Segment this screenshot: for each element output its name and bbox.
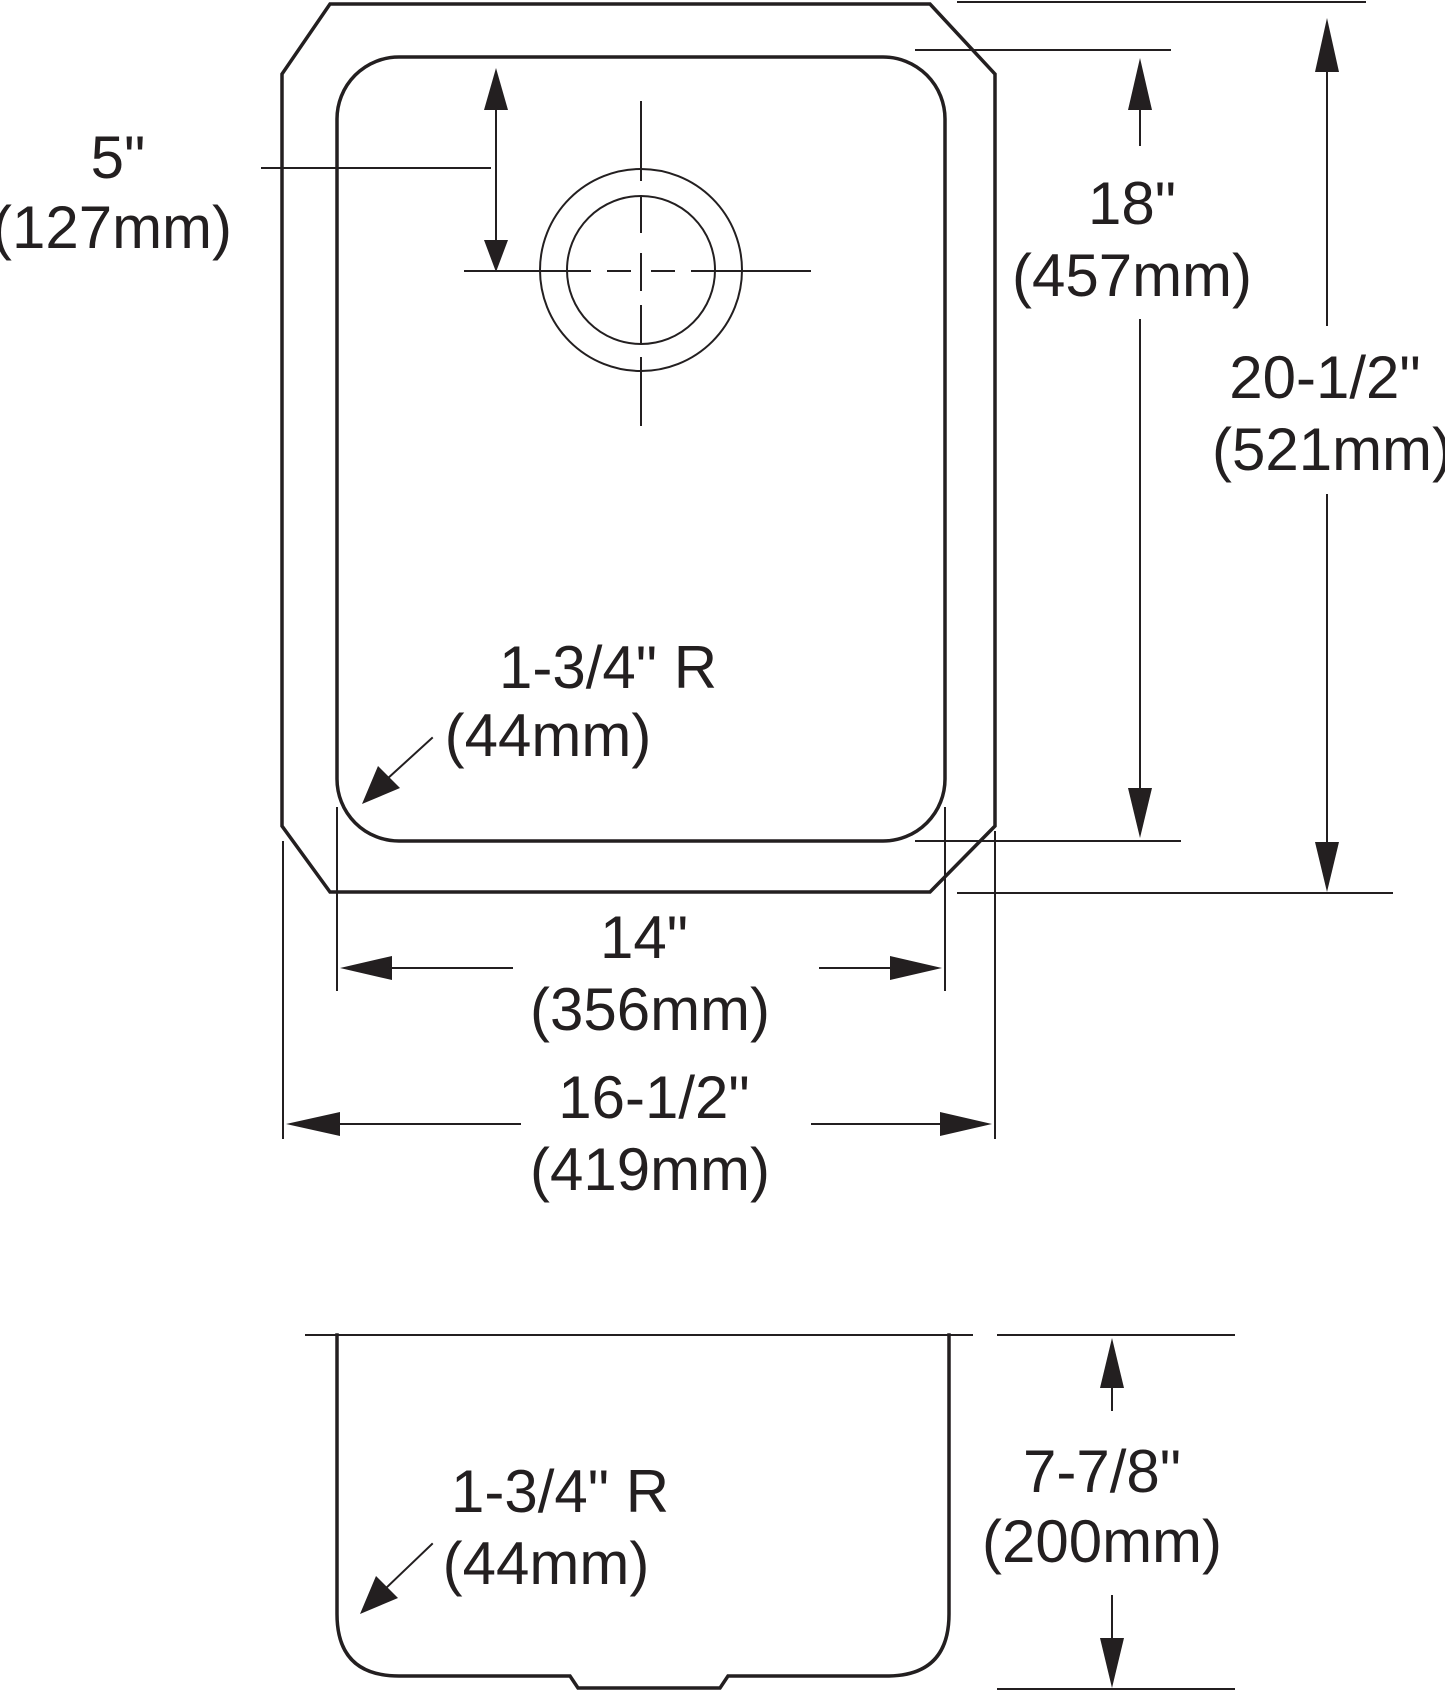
bowl-length-arrow-up: [1128, 58, 1152, 110]
drain-offset-dimension: 5" (127mm): [0, 68, 508, 272]
overall-width-metric-label: (419mm): [530, 1136, 770, 1203]
drain-offset-imperial-label: 5": [91, 124, 146, 191]
top-corner-radius-imperial-label: 1-3/4" R: [499, 634, 717, 701]
bowl-width-dimension: 14" (356mm): [336, 807, 946, 1043]
sink-outer-flange-outline: [280, 2, 997, 894]
top-view: 5" (127mm) 18" (457mm) 20-1/2" (521mm): [0, 1, 1445, 1203]
depth-metric-label: (200mm): [982, 1508, 1222, 1575]
side-corner-radius-metric-label: (44mm): [443, 1530, 650, 1597]
bowl-length-dimension: 18" (457mm): [915, 49, 1252, 842]
side-corner-radius-leader: [382, 1542, 434, 1592]
depth-imperial-label: 7-7/8": [1023, 1438, 1181, 1505]
top-corner-radius-leader: [384, 736, 434, 782]
depth-dimension: 7-7/8" (200mm): [982, 1334, 1235, 1690]
overall-length-arrow-down: [1315, 842, 1339, 892]
overall-length-arrow-up: [1315, 18, 1339, 72]
overall-width-arrow-right: [940, 1112, 992, 1136]
overall-length-dimension: 20-1/2" (521mm): [957, 1, 1445, 894]
overall-width-imperial-label: 16-1/2": [558, 1064, 749, 1131]
overall-length-metric-label: (521mm): [1212, 416, 1445, 483]
bowl-width-imperial-label: 14": [600, 904, 688, 971]
side-view: 1-3/4" R (44mm) 7-7/8" (200mm): [305, 1333, 1235, 1690]
bowl-length-arrow-down: [1128, 788, 1152, 838]
side-corner-radius-arrow: [360, 1576, 398, 1614]
bowl-width-arrow-right: [890, 956, 942, 980]
depth-arrow-down: [1100, 1638, 1124, 1688]
drain: [464, 101, 811, 426]
top-corner-radius-callout: 1-3/4" R (44mm): [362, 634, 717, 804]
top-corner-radius-metric-label: (44mm): [445, 702, 652, 769]
depth-arrow-up: [1100, 1338, 1124, 1388]
bowl-length-imperial-label: 18": [1088, 170, 1176, 237]
sink-bowl-outline: [335, 55, 947, 843]
bowl-width-arrow-left: [340, 956, 392, 980]
overall-width-dimension: 16-1/2" (419mm): [282, 831, 996, 1203]
bowl-length-metric-label: (457mm): [1012, 242, 1252, 309]
drain-offset-arrow-up: [484, 68, 508, 110]
side-corner-radius-imperial-label: 1-3/4" R: [451, 1458, 669, 1525]
side-corner-radius-callout: 1-3/4" R (44mm): [360, 1458, 669, 1614]
overall-width-arrow-left: [286, 1112, 340, 1136]
drain-offset-arrow-down: [484, 240, 508, 272]
top-corner-radius-arrow: [362, 766, 400, 804]
side-view-bowl-profile: [335, 1333, 951, 1690]
drain-offset-metric-label: (127mm): [0, 194, 232, 261]
overall-length-imperial-label: 20-1/2": [1229, 344, 1420, 411]
bowl-width-metric-label: (356mm): [530, 976, 770, 1043]
